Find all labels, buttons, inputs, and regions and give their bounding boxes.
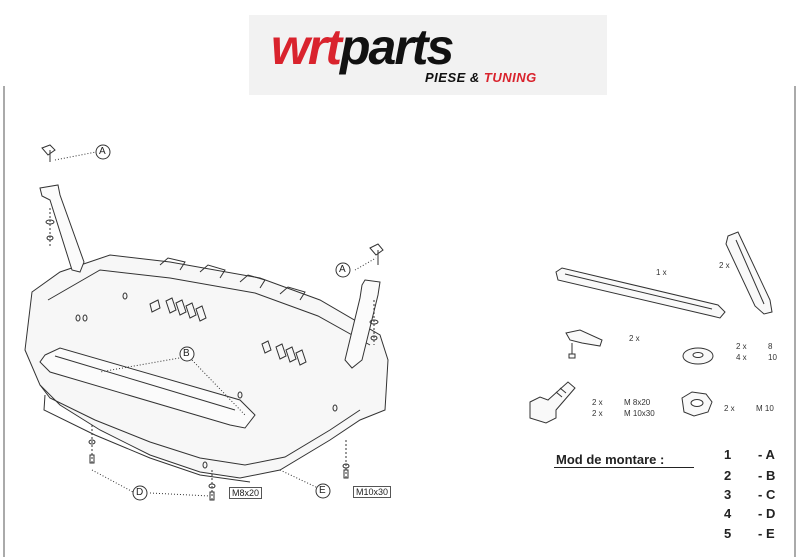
nut-spec: M 10 <box>756 404 774 413</box>
mounting-row-number: 1 <box>724 447 732 462</box>
mounting-row: 1 - A <box>724 447 784 463</box>
washer-qty-1: 2 x <box>736 342 747 351</box>
mounting-row: 3 - C <box>724 487 784 503</box>
bolt-qty-1: 2 x <box>592 398 603 407</box>
callout-e: E <box>319 485 326 496</box>
mounting-row-letter: - B <box>758 468 776 483</box>
bolt-label-m8x20: M8x20 <box>229 487 263 499</box>
mounting-row-letter: - A <box>758 447 775 462</box>
long-bar-qty: 1 x <box>656 268 667 277</box>
mounting-row-letter: - D <box>758 506 776 521</box>
mounting-row: 2 - B <box>724 468 784 484</box>
nut-qty: 2 x <box>724 404 735 413</box>
callout-b: B <box>183 348 190 359</box>
washer-qty-2: 4 x <box>736 353 747 362</box>
bolt-qty-2: 2 x <box>592 409 603 418</box>
mounting-row-number: 3 <box>724 487 732 502</box>
callout-a-right: A <box>339 264 346 275</box>
short-bar-qty: 2 x <box>719 261 730 270</box>
mounting-row-number: 5 <box>724 526 732 541</box>
bolt-spec-2: M 10x30 <box>624 409 655 418</box>
callout-d: D <box>136 487 144 498</box>
mounting-row-number: 4 <box>724 506 732 521</box>
logo-tagline: PIESE & TUNING <box>425 70 537 85</box>
mounting-row-letter: - C <box>758 487 776 502</box>
mounting-row: 5 - E <box>724 526 784 542</box>
mounting-row-letter: - E <box>758 526 775 541</box>
callout-a-top-left: A <box>99 146 106 157</box>
washer-size-1: 8 <box>768 342 773 351</box>
bolt-label-m10x30: M10x30 <box>353 486 392 498</box>
bolt-spec-1: M 8x20 <box>624 398 651 407</box>
mounting-title-underline <box>554 467 694 468</box>
washer-size-2: 10 <box>768 353 777 362</box>
brand-logo: wrtparts PIESE & TUNING <box>249 15 607 95</box>
logo-wordmark: wrtparts <box>271 19 454 75</box>
clip-qty: 2 x <box>629 334 640 343</box>
mounting-title: Mod de montare : <box>556 452 665 467</box>
mounting-row: 4 - D <box>724 506 784 522</box>
mounting-row-number: 2 <box>724 468 732 483</box>
